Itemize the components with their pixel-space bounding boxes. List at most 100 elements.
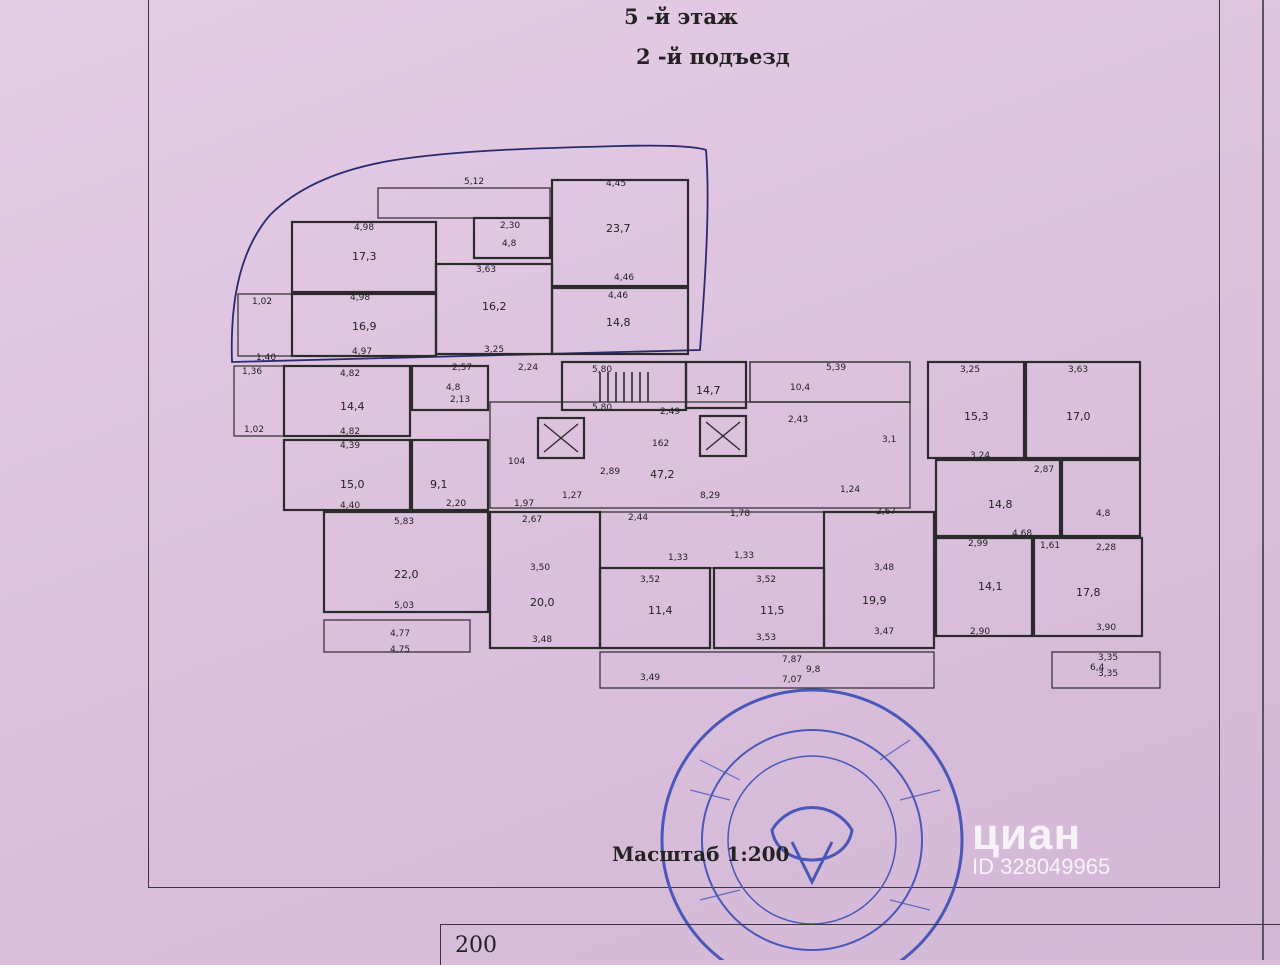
room-4-8-top	[472, 216, 552, 260]
area-14-1: 14,1	[978, 580, 1003, 593]
dim: 2,67	[876, 507, 896, 517]
area-16-2: 16,2	[482, 300, 507, 313]
sheet-number: 200	[455, 933, 497, 958]
dim: 3,52	[640, 575, 660, 585]
dim: 7,87	[782, 655, 802, 665]
dim: 1,27	[562, 491, 582, 501]
dim: 1,97	[514, 499, 534, 509]
dim: 8,29	[700, 491, 720, 501]
dim: 4,77	[390, 629, 410, 639]
dim: 2,28	[1096, 543, 1116, 553]
dim: 1,02	[252, 297, 272, 307]
room-4-8-right	[1060, 458, 1142, 538]
area-14-8-right: 14,8	[988, 498, 1013, 511]
area-15-3: 15,3	[964, 410, 989, 423]
dim: 3,52	[756, 575, 776, 585]
sheet-number-box: 200	[440, 924, 1280, 965]
dim: 1,24	[840, 485, 860, 495]
dim: 4,46	[608, 291, 628, 301]
area-16-9: 16,9	[352, 320, 377, 333]
area-17-8: 17,8	[1076, 586, 1101, 599]
dim: 3,24	[970, 451, 990, 461]
room-9-1	[410, 438, 490, 512]
dim: 1,40	[256, 353, 276, 363]
area-15-0: 15,0	[340, 478, 365, 491]
dim: 2,90	[970, 627, 990, 637]
dim: 5,80	[592, 365, 612, 375]
dim: 3,90	[1096, 623, 1116, 633]
dim: 1,61	[1040, 541, 1060, 551]
entrance-title: 2 -й подъезд	[636, 44, 790, 69]
room-22-0	[322, 510, 490, 614]
dim: 2,43	[788, 415, 808, 425]
highlight-outline	[230, 144, 709, 363]
dim: 1,78	[730, 509, 750, 519]
dim: 2,20	[446, 499, 466, 509]
bath-block	[599, 511, 825, 569]
floor-title: 5 -й этаж	[624, 4, 739, 29]
dim: 4,45	[606, 179, 626, 189]
dim: 3,25	[960, 365, 980, 375]
frame-edge	[1262, 0, 1264, 960]
room-14-8-right	[934, 458, 1062, 538]
room-17-8	[1032, 536, 1144, 638]
area-4-8-mid: 4,8	[446, 383, 461, 393]
dim: 4,68	[1012, 529, 1032, 539]
dim: 5,12	[464, 177, 484, 187]
area-14-4: 14,4	[340, 400, 365, 413]
area-104: 104	[508, 457, 525, 467]
dim: 5,03	[394, 601, 414, 611]
dim: 5,80	[592, 403, 612, 413]
official-stamp	[660, 688, 964, 960]
area-20-0: 20,0	[530, 596, 555, 609]
room-14-1	[934, 536, 1034, 638]
room-17-3	[290, 220, 438, 294]
dim: 4,82	[340, 369, 360, 379]
dim: 4,75	[390, 645, 410, 655]
stair-hatch	[599, 372, 649, 402]
dim: 4,97	[352, 347, 372, 357]
dim: 3,49	[640, 673, 660, 683]
lobby-47-2	[489, 401, 911, 509]
dim: 3,47	[874, 627, 894, 637]
scale-label: Масштаб 1:200	[612, 842, 790, 866]
room-20-0	[488, 510, 602, 650]
area-11-4: 11,4	[648, 604, 673, 617]
dim: 3,25	[484, 345, 504, 355]
dim: 2,49	[660, 407, 680, 417]
dim: 3,35	[1098, 653, 1118, 663]
dim: 3,48	[874, 563, 894, 573]
bottom-balcony-left	[323, 619, 471, 653]
elevator-2	[698, 414, 748, 458]
cian-logo: циан	[972, 810, 1082, 859]
room-23-7	[550, 178, 690, 288]
dim: 3,35	[1098, 669, 1118, 679]
upper-balcony	[377, 187, 551, 219]
area-17-0: 17,0	[1066, 410, 1091, 423]
dim: 2,44	[628, 513, 648, 523]
dim: 4,98	[354, 223, 374, 233]
dim: 5,39	[826, 363, 846, 373]
dim: 4,40	[340, 501, 360, 511]
dim: 3,63	[1068, 365, 1088, 375]
area-19-9: 19,9	[862, 594, 887, 607]
dim: 2,57	[452, 363, 472, 373]
area-3-1: 3,1	[882, 435, 896, 445]
dim: 2,30	[500, 221, 520, 231]
area-9-1: 9,1	[430, 478, 448, 491]
area-4-8-right: 4,8	[1096, 509, 1111, 519]
area-14-7: 14,7	[696, 384, 721, 397]
area-9-8: 9,8	[806, 665, 821, 675]
dim: 2,99	[968, 539, 988, 549]
dim: 4,39	[340, 441, 360, 451]
dim: 7,07	[782, 675, 802, 685]
bottom-balcony-mid	[599, 651, 935, 689]
area-162: 162	[652, 439, 669, 449]
area-23-7: 23,7	[606, 222, 631, 235]
dim: 2,24	[518, 363, 538, 373]
room-4-8-mid	[410, 364, 490, 412]
room-14-7	[684, 360, 748, 410]
right-balcony	[1051, 651, 1161, 689]
